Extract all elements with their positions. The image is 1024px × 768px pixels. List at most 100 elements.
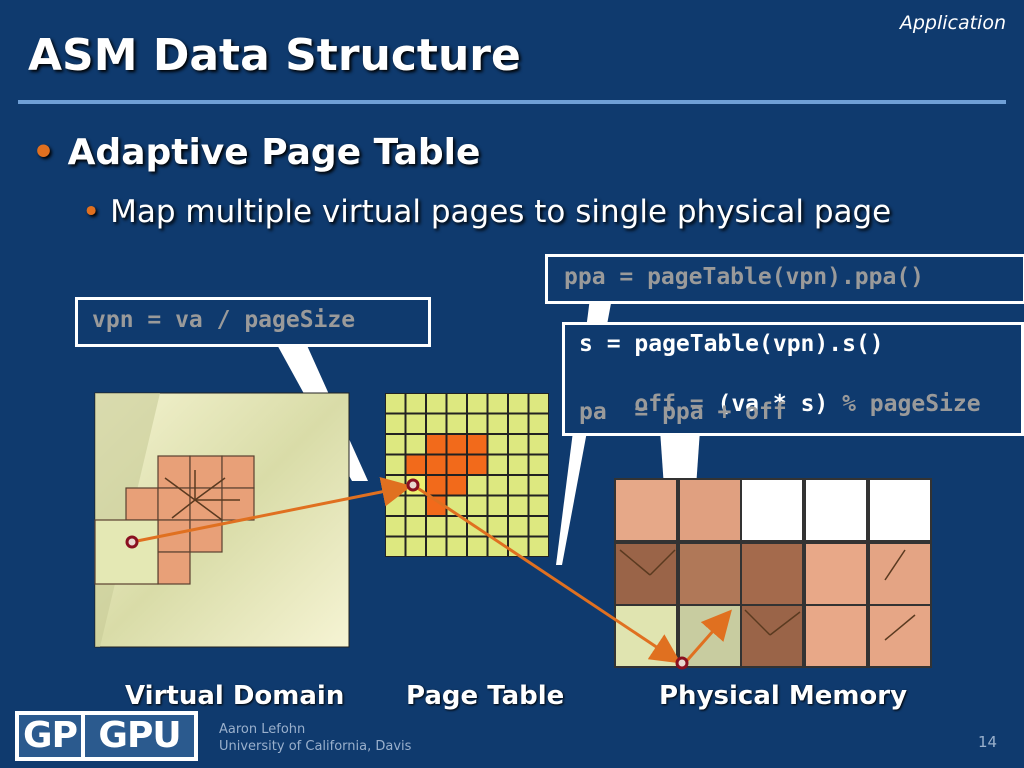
page-table-cell — [529, 476, 548, 495]
author-name: Aaron Lefohn — [219, 722, 306, 737]
page-table-cell — [509, 476, 528, 495]
off-formula-rhs: % pageSize — [828, 391, 981, 417]
page-table-cell — [509, 414, 528, 433]
bullet-dot-icon: • — [32, 132, 56, 173]
page-table-cell — [406, 537, 425, 556]
page-table-cell — [427, 476, 446, 495]
page-table-cell — [488, 517, 507, 536]
page-table-cell — [447, 496, 466, 515]
ppa-formula: ppa = pageTable(vpn).ppa() — [564, 264, 925, 290]
page-table-cell — [529, 537, 548, 556]
page-table-label: Page Table — [406, 681, 565, 711]
page-table-cell — [406, 496, 425, 515]
pa-formula: pa = ppa + off — [579, 399, 787, 425]
page-table-cell — [509, 455, 528, 474]
bullet-level2-text: Map multiple virtual pages to single phy… — [110, 194, 892, 230]
slide-title: ASM Data Structure — [28, 30, 521, 81]
page-table-cell — [488, 394, 507, 413]
page-table-cell — [509, 496, 528, 515]
page-table-cell — [468, 435, 487, 454]
scale-callout: s = pageTable(vpn).s() off = (va * s) % … — [562, 322, 1024, 436]
page-table-cell — [447, 414, 466, 433]
page-table-cell — [447, 435, 466, 454]
page-table-cell — [386, 414, 405, 433]
page-table-cell — [406, 435, 425, 454]
offset-arrow — [682, 609, 732, 665]
page-table-cell — [529, 496, 548, 515]
page-table-cell — [386, 496, 405, 515]
page-table-cell — [406, 455, 425, 474]
table-entry-point-icon — [406, 478, 420, 492]
page-table-cell — [468, 455, 487, 474]
page-table-cell — [468, 537, 487, 556]
page-table-cell — [488, 455, 507, 474]
page-table-cell — [427, 414, 446, 433]
title-divider — [18, 100, 1006, 104]
page-table-cell — [509, 435, 528, 454]
page-table-cell — [468, 394, 487, 413]
page-table-cell — [386, 517, 405, 536]
bullet-level2: • Map multiple virtual pages to single p… — [82, 194, 891, 230]
page-table-cell — [509, 394, 528, 413]
page-table-cell — [529, 414, 548, 433]
page-table-cell — [488, 476, 507, 495]
page-table-cell — [529, 394, 548, 413]
page-table-cell — [488, 496, 507, 515]
page-table-cell — [468, 496, 487, 515]
physical-memory-label: Physical Memory — [659, 681, 908, 711]
off-formula-mid: (va * s) — [717, 391, 829, 417]
vpn-callout: vpn = va / pageSize — [75, 297, 431, 347]
vpn-formula: vpn = va / pageSize — [92, 307, 356, 333]
virtual-address-point-icon — [125, 535, 139, 549]
page-table-cell — [509, 537, 528, 556]
bullet-level1-text: Adaptive Page Table — [67, 132, 481, 173]
page-table-cell — [447, 476, 466, 495]
off-formula-lhs: off = — [634, 391, 718, 417]
page-table-cell — [406, 394, 425, 413]
gpgpu-logo: GP GPU — [15, 711, 198, 761]
page-table-cell — [488, 414, 507, 433]
page-table-cell — [488, 435, 507, 454]
page-table-cell — [427, 517, 446, 536]
page-table-cell — [447, 537, 466, 556]
page-table-cell — [447, 517, 466, 536]
section-label: Application — [899, 12, 1006, 34]
page-table-cell — [447, 394, 466, 413]
page-table-cell — [509, 517, 528, 536]
page-table-cell — [529, 517, 548, 536]
page-table-cell — [406, 414, 425, 433]
page-table-cell — [529, 455, 548, 474]
table-to-memory-arrow — [412, 483, 681, 664]
s-formula: s = pageTable(vpn).s() — [579, 331, 884, 357]
page-table-cell — [386, 455, 405, 474]
page-table-cell — [468, 414, 487, 433]
page-table-cell — [406, 517, 425, 536]
page-table-cell — [427, 394, 446, 413]
page-table-cell — [427, 455, 446, 474]
va-to-table-arrow — [131, 477, 412, 544]
page-table-cell — [468, 476, 487, 495]
page-table-cell — [427, 537, 446, 556]
page-number: 14 — [978, 733, 998, 751]
virtual-domain-label: Virtual Domain — [125, 681, 345, 711]
page-table-cell — [427, 435, 446, 454]
logo-part-gp: GP — [19, 715, 81, 757]
bullet-level1: • Adaptive Page Table — [32, 132, 480, 173]
logo-part-gpu: GPU — [85, 715, 194, 757]
page-table-cell — [488, 537, 507, 556]
virtual-domain-image — [94, 392, 350, 648]
bullet-dot-icon: • — [82, 194, 101, 230]
page-table-cell — [386, 394, 405, 413]
physical-address-point-icon — [675, 656, 689, 670]
page-table-grid — [385, 393, 549, 557]
off-formula: off = (va * s) % pageSize — [579, 365, 981, 443]
author-block: Aaron Lefohn University of California, D… — [219, 721, 411, 755]
author-affiliation: University of California, Davis — [219, 739, 412, 754]
physical-memory-image — [614, 478, 932, 668]
page-table-cell — [447, 455, 466, 474]
page-table-cell — [386, 537, 405, 556]
page-table-cell — [386, 435, 405, 454]
page-table-cell — [427, 496, 446, 515]
ppa-callout: ppa = pageTable(vpn).ppa() — [545, 254, 1024, 304]
